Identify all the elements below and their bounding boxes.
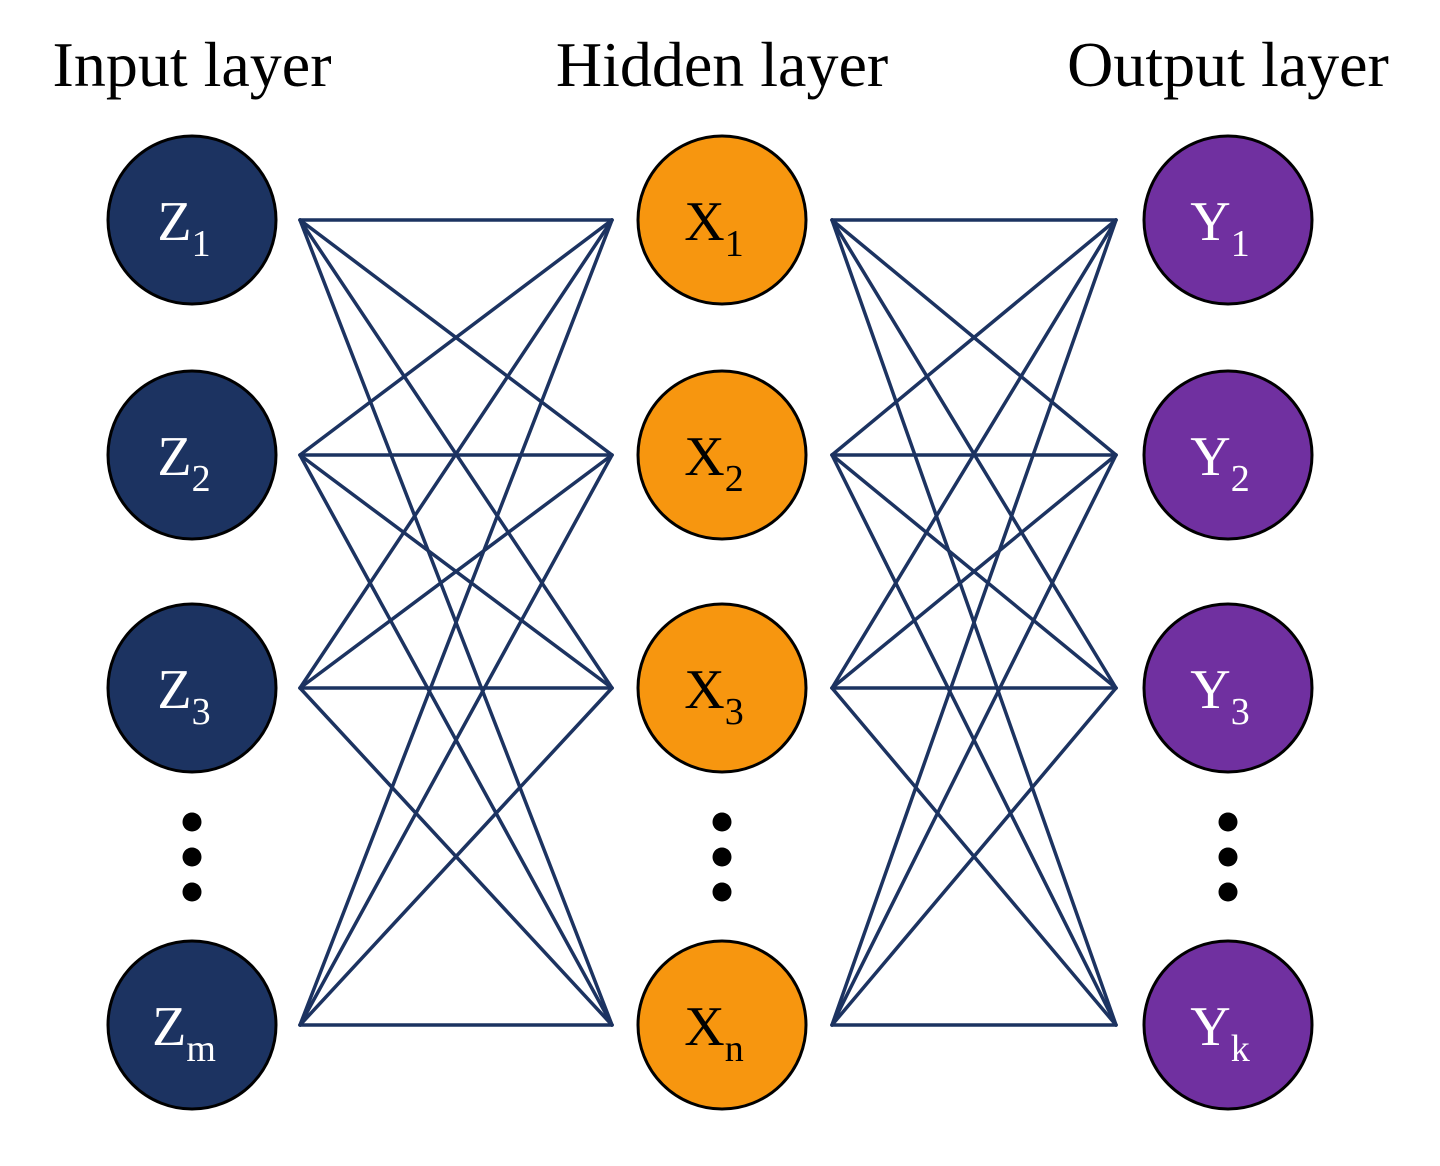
hidden-node-1: X1	[636, 134, 808, 306]
node-subscript: 2	[192, 458, 211, 500]
output-node-label: Y2	[1190, 426, 1249, 500]
output-node-label: Y1	[1190, 191, 1249, 265]
node-symbol: Z	[157, 191, 191, 253]
hidden-ellipsis-dot	[712, 847, 732, 867]
connection-line	[298, 218, 614, 690]
hidden-node-label: X1	[684, 191, 743, 265]
input-ellipsis-dot	[182, 882, 202, 902]
connections	[298, 218, 1118, 1027]
connection-line	[298, 218, 614, 457]
input-node-2: Z2	[106, 369, 278, 541]
input-node-label: Z2	[157, 426, 210, 500]
output-ellipsis-dot	[1218, 847, 1238, 867]
output-layer-title: Output layer	[1067, 29, 1389, 100]
hidden-node-label: Xn	[684, 996, 743, 1070]
input-ellipsis-dot	[182, 847, 202, 867]
node-subscript: 3	[192, 691, 211, 733]
connection-line	[298, 686, 614, 1027]
hidden-layer-title: Hidden layer	[556, 29, 888, 100]
output-node-circle	[1142, 369, 1314, 541]
hidden-node-4: Xn	[636, 939, 808, 1111]
node-symbol: Z	[157, 659, 191, 721]
output-node-4: Yk	[1142, 939, 1314, 1111]
output-node-3: Y3	[1142, 602, 1314, 774]
node-subscript: 2	[1231, 458, 1250, 500]
input-node-label: Zm	[152, 996, 216, 1070]
node-symbol: X	[684, 996, 724, 1058]
node-subscript: 3	[725, 691, 744, 733]
connection-line	[298, 453, 614, 690]
input-node-label: Z1	[157, 191, 210, 265]
connection-line	[830, 218, 1118, 457]
node-symbol: X	[684, 659, 724, 721]
hidden-ellipsis-dot	[712, 812, 732, 832]
node-symbol: X	[684, 426, 724, 488]
input-node-circle	[106, 939, 278, 1111]
output-ellipsis-dot	[1218, 882, 1238, 902]
input-node-1: Z1	[106, 134, 278, 306]
output-node-circle	[1142, 939, 1314, 1111]
node-subscript: 2	[725, 458, 744, 500]
output-node-circle	[1142, 602, 1314, 774]
node-subscript: k	[1231, 1028, 1250, 1070]
hidden-node-3: X3	[636, 602, 808, 774]
output-node-circle	[1142, 134, 1314, 306]
input-node-3: Z3	[106, 602, 278, 774]
connection-line	[298, 453, 614, 1027]
output-node-label: Y3	[1190, 659, 1249, 733]
node-subscript: 1	[725, 223, 744, 265]
output-node-1: Y1	[1142, 134, 1314, 306]
layer-titles: Input layer Hidden layer Output layer	[53, 29, 1389, 100]
node-subscript: m	[186, 1028, 216, 1070]
input-layer-title: Input layer	[53, 29, 332, 100]
node-symbol: Z	[157, 426, 191, 488]
connection-line	[298, 218, 614, 1027]
hidden-ellipsis-dot	[712, 882, 732, 902]
input-node-label: Z3	[157, 659, 210, 733]
hidden-node-circle	[636, 369, 808, 541]
input-node-circle	[106, 602, 278, 774]
connection-line	[830, 453, 1118, 690]
connection-line	[830, 218, 1118, 1027]
ellipsis-dots	[182, 812, 1238, 902]
hidden-node-2: X2	[636, 369, 808, 541]
connection-line	[830, 453, 1118, 1027]
node-subscript: 3	[1231, 691, 1250, 733]
output-node-label: Yk	[1190, 996, 1249, 1070]
hidden-node-circle	[636, 134, 808, 306]
hidden-node-circle	[636, 602, 808, 774]
input-node-4: Zm	[106, 939, 278, 1111]
hidden-node-circle	[636, 939, 808, 1111]
node-symbol: X	[684, 191, 724, 253]
output-node-2: Y2	[1142, 369, 1314, 541]
node-symbol: Y	[1190, 996, 1230, 1058]
input-node-circle	[106, 369, 278, 541]
node-symbol: Y	[1190, 659, 1230, 721]
input-node-circle	[106, 134, 278, 306]
connection-line	[830, 218, 1118, 690]
node-symbol: Y	[1190, 191, 1230, 253]
hidden-node-label: X3	[684, 659, 743, 733]
node-subscript: 1	[192, 223, 211, 265]
connection-line	[830, 686, 1118, 1027]
node-subscript: 1	[1231, 223, 1250, 265]
input-ellipsis-dot	[182, 812, 202, 832]
output-ellipsis-dot	[1218, 812, 1238, 832]
node-subscript: n	[725, 1028, 744, 1070]
node-symbol: Y	[1190, 426, 1230, 488]
hidden-node-label: X2	[684, 426, 743, 500]
node-symbol: Z	[152, 996, 186, 1058]
